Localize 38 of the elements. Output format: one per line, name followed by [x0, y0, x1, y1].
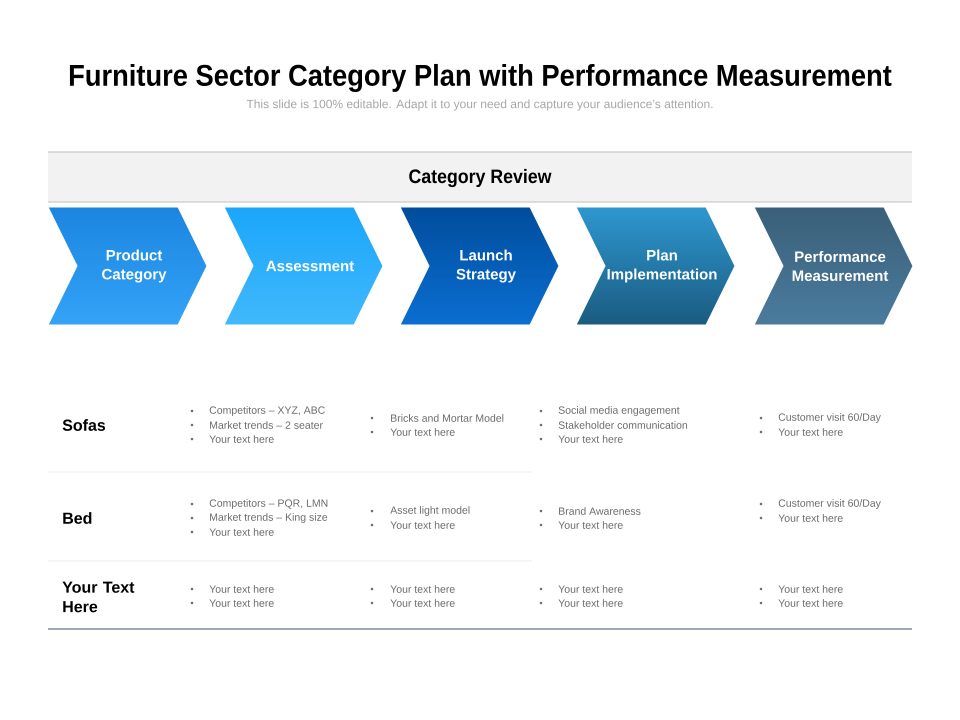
list-item: Your text here — [558, 585, 623, 593]
list-item: Your text here — [390, 521, 455, 529]
list-item: Competitors – PQR, LMN — [210, 499, 328, 509]
list-item: Your text here — [209, 528, 274, 536]
list-item: Bricks and Mortar Model — [391, 414, 504, 422]
list-item: Your text here — [209, 435, 274, 443]
list-item: Your text here — [558, 521, 623, 529]
process-step: Product Category — [47, 206, 208, 326]
list-item: Asset light model — [390, 506, 470, 516]
list-item: Your text here — [558, 599, 623, 607]
list-item: Your text here — [209, 599, 274, 607]
process-step: Assessment — [223, 206, 384, 326]
header-band: Category Review — [48, 152, 913, 202]
row-heading: Bed — [63, 512, 92, 524]
list-item: Your text here — [390, 585, 455, 593]
list-item: Customer visit 60/Day — [778, 499, 881, 509]
list-item: Your text here — [390, 428, 455, 436]
list-item: Your text here — [778, 514, 843, 522]
list-item: Market trends – 2 seater — [210, 421, 323, 429]
list-item: Your text here — [778, 599, 843, 607]
list-item: Your text here — [558, 435, 623, 443]
row-heading: Sofas — [62, 419, 106, 431]
list-item: Your text here — [209, 585, 274, 593]
list-item: Your text here — [778, 428, 843, 436]
list-item: Your text here — [390, 599, 455, 607]
list-item: Your text here — [778, 585, 843, 593]
row-heading: Your Text Here — [62, 582, 134, 612]
list-item: Brand Awareness — [559, 507, 640, 515]
list-item: Market trends – King size — [210, 513, 328, 523]
title: Furniture Sector Category Plan with Performance Measurement — [70, 64, 892, 92]
subtitle: This slide is 100% editable. Adapt it to your need and capture your audience’s attention. — [246, 99, 712, 111]
process-step: Plan Implementation — [575, 206, 736, 326]
list-item: Customer visit 60/Day — [778, 413, 881, 423]
list-item: Stakeholder communication — [558, 421, 688, 429]
process-step: Launch Strategy — [399, 206, 560, 326]
process-step: Performance Measurement — [753, 206, 914, 326]
list-item: Competitors – XYZ, ABC — [210, 406, 325, 416]
list-item: Social media engagement — [558, 406, 680, 416]
